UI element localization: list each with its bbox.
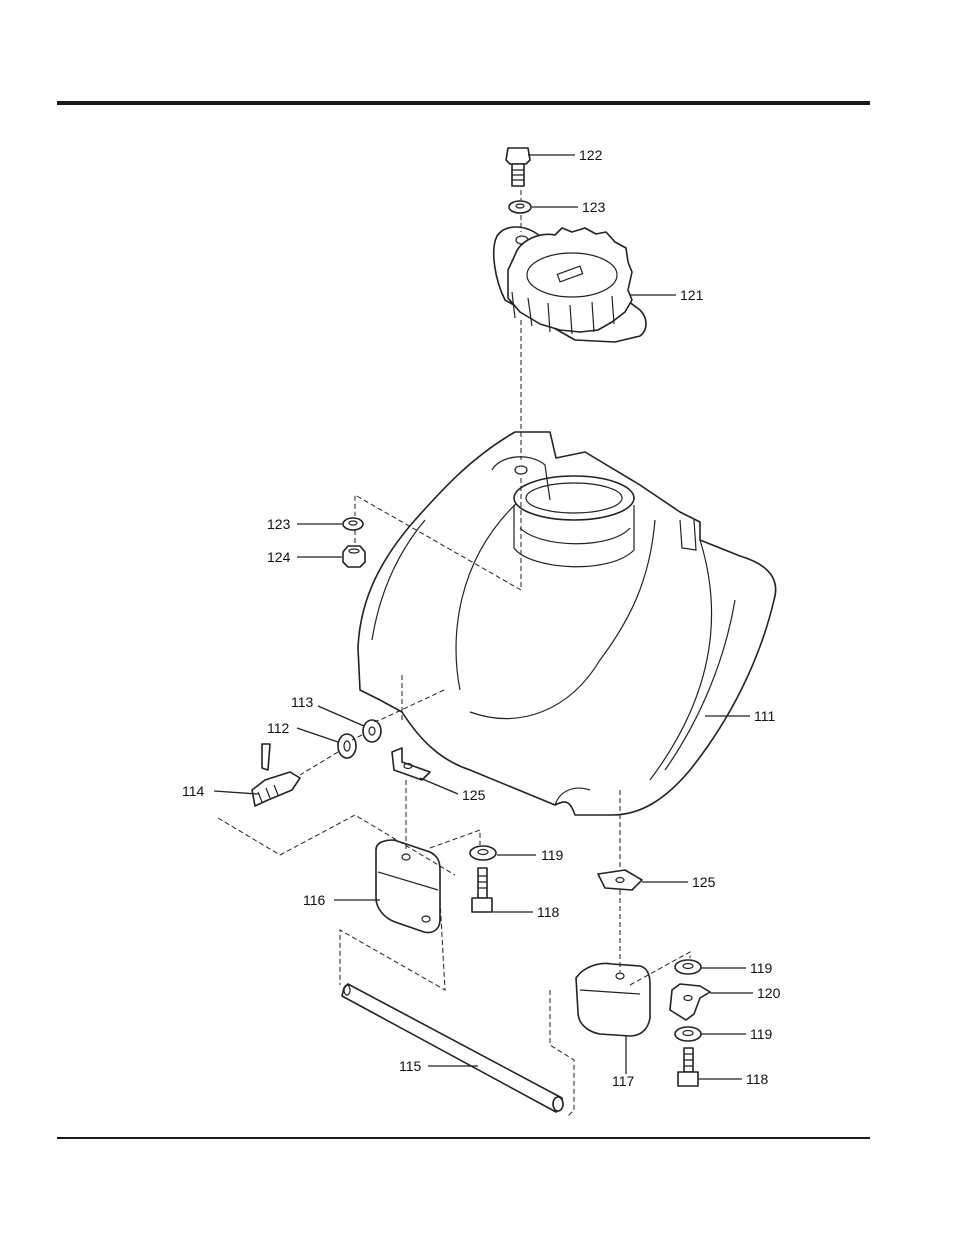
label-119-c: 119 [750, 1026, 773, 1042]
bolt-122 [506, 148, 530, 186]
label-118-b: 118 [746, 1071, 769, 1087]
label-113: 113 [291, 694, 314, 710]
label-116: 116 [303, 892, 326, 908]
washer-113 [363, 720, 381, 742]
label-124: 124 [267, 549, 291, 565]
label-121: 121 [680, 287, 704, 303]
mount-117 [576, 964, 650, 1036]
bracket-120 [670, 984, 710, 1020]
fuel-cock-114 [252, 744, 300, 806]
label-118-a: 118 [537, 904, 560, 920]
hose-115 [342, 984, 563, 1112]
fuel-cap-121 [494, 227, 646, 342]
washer-119-b [675, 960, 701, 974]
label-114: 114 [182, 783, 205, 799]
bolt-118-a [472, 868, 492, 912]
label-125-left: 125 [462, 787, 486, 803]
label-122: 122 [579, 147, 603, 163]
label-119-b: 119 [750, 960, 773, 976]
label-125-right: 125 [692, 874, 716, 890]
label-111: 111 [754, 708, 775, 724]
nut-124 [343, 546, 365, 567]
label-117: 117 [612, 1073, 635, 1089]
bracket-125-right [598, 870, 642, 890]
washer-123-top [509, 201, 531, 213]
washer-123-left [343, 518, 363, 530]
mount-116 [376, 840, 440, 933]
label-112: 112 [267, 720, 290, 736]
label-123-left: 123 [267, 516, 291, 532]
label-123-top: 123 [582, 199, 606, 215]
label-115: 115 [399, 1058, 422, 1074]
bracket-125-left [392, 748, 430, 780]
fuel-tank-111 [358, 432, 776, 815]
label-119-a: 119 [541, 847, 564, 863]
washer-119-c [675, 1027, 701, 1041]
bolt-118-b [678, 1048, 698, 1086]
label-120: 120 [757, 985, 781, 1001]
washer-112 [338, 734, 356, 758]
washer-119-a [470, 846, 496, 860]
